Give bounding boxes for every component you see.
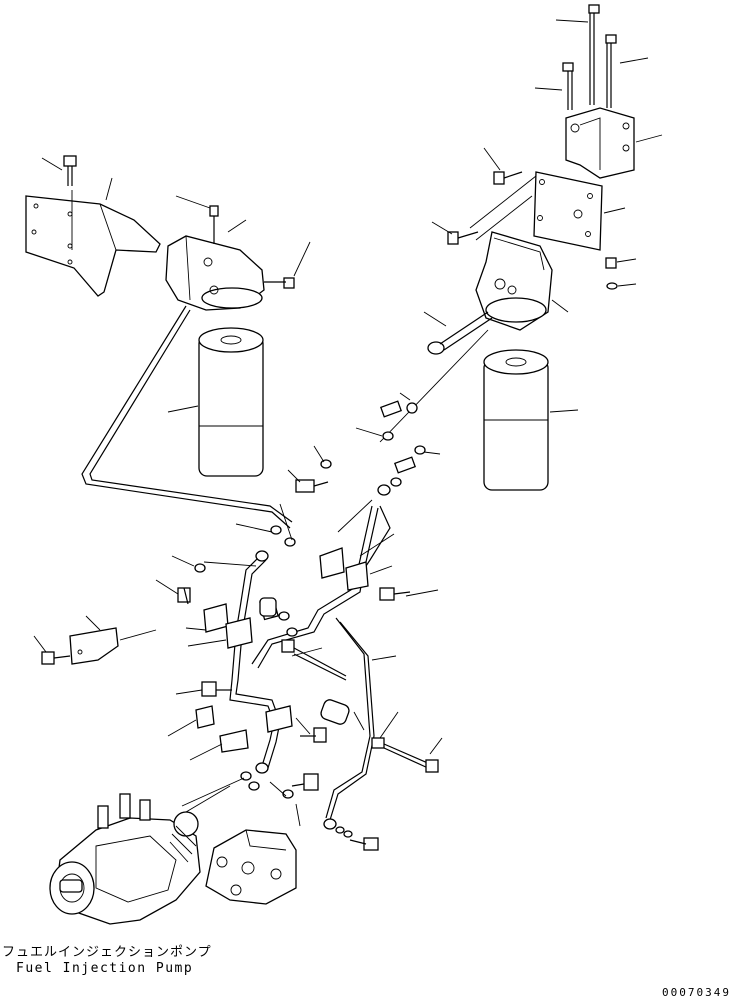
right-fuel-fittings: [355, 311, 493, 496]
left-filter-cartridge: [167, 327, 264, 477]
left-center-pipes: [155, 550, 281, 769]
left-filter-head: [165, 195, 311, 311]
lower-left-fittings: [167, 681, 269, 807]
drawing-number: 00070349: [662, 986, 731, 999]
lower-fittings: [248, 773, 379, 851]
left-fuel-hose: [81, 305, 293, 529]
small-left-bracket: [33, 615, 157, 665]
left-top-bolt: [41, 155, 77, 186]
middle-fuel-pipes: [251, 499, 397, 821]
plate-bolts: [431, 147, 637, 290]
caption-japanese: フュエルインジェクションポンプ: [2, 945, 212, 960]
mounting-plate: [533, 171, 626, 251]
top-right-bolts: [534, 4, 649, 110]
center-pipe-parts: [259, 597, 443, 773]
upper-right-bracket: [565, 107, 663, 179]
right-filter-head: [475, 231, 569, 331]
fuel-injection-pump: [49, 785, 231, 925]
left-bracket: [25, 177, 161, 297]
caption-english: Fuel Injection Pump: [16, 961, 193, 976]
feed-pump-body: [205, 829, 297, 905]
right-filter-cartridge: [483, 349, 579, 491]
pipe-clamps: [319, 547, 439, 601]
center-fittings: [235, 445, 332, 547]
